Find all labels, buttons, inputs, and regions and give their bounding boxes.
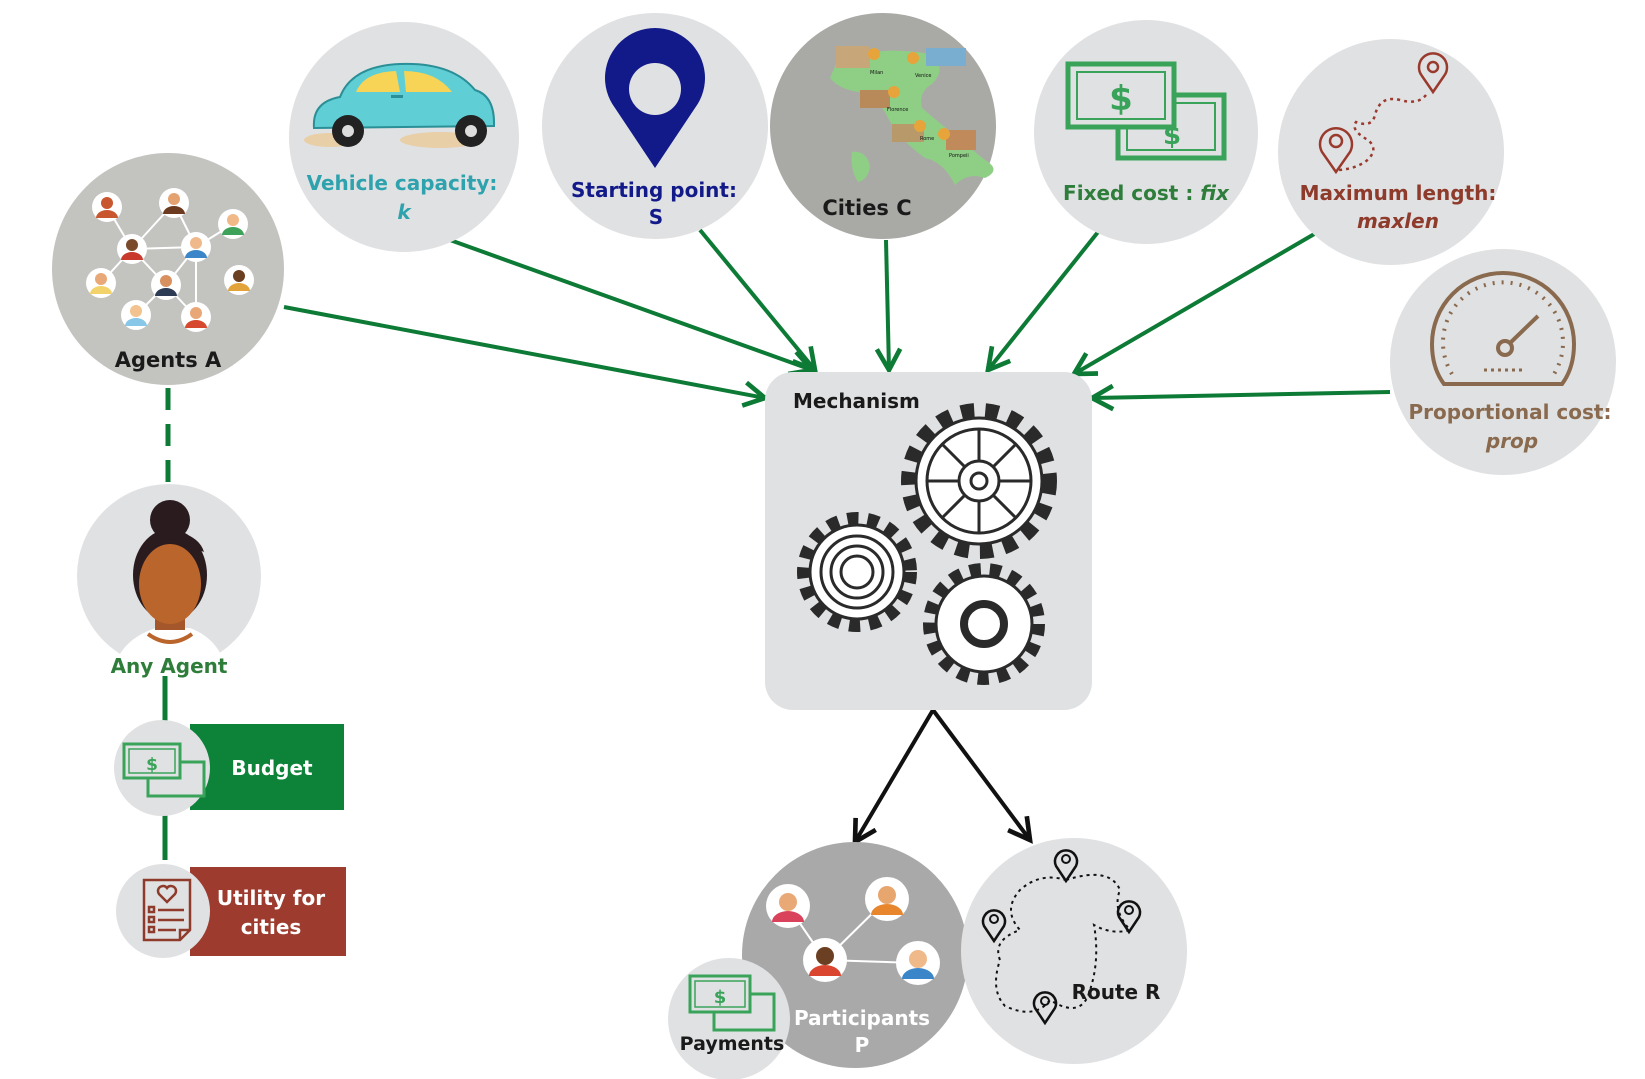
- maxlen-node: Maximum length: maxlen: [1278, 39, 1504, 265]
- mechanism-box: Mechanism: [765, 372, 1092, 710]
- any-agent-label: Any Agent: [111, 654, 228, 678]
- route-map-icon: [981, 849, 1142, 1026]
- maxlen-var: maxlen: [1357, 209, 1439, 233]
- dollar-sign-back: $: [1163, 121, 1181, 151]
- arrow-fixed: [988, 230, 1100, 370]
- fixed-cost-text: Fixed cost :: [1063, 181, 1200, 205]
- money-icon: [1065, 61, 1227, 161]
- money-payments-icon: [688, 974, 776, 1032]
- map-label-pompeii: Pompeii: [949, 153, 969, 159]
- input-arrows: [283, 228, 1391, 398]
- arrow-cities: [886, 239, 889, 370]
- agents-label: Agents A: [115, 348, 222, 372]
- output-arrows: [855, 708, 1030, 842]
- fixed-cost-var: fix: [1200, 181, 1230, 205]
- car-icon: [304, 62, 496, 148]
- start-label: Starting point:: [571, 178, 737, 202]
- vehicle-label: Vehicle capacity:: [307, 171, 498, 195]
- italy-map-icon: [830, 46, 994, 186]
- gear-left: [797, 512, 917, 632]
- budget-label: Budget: [231, 756, 313, 780]
- participants-label-line1: Participants: [794, 1006, 930, 1030]
- dollar-sign-front: $: [1109, 79, 1133, 119]
- arrow-prop: [1092, 392, 1391, 398]
- arrow-vehicle: [449, 238, 812, 370]
- prop-var: prop: [1485, 429, 1538, 453]
- prop-node: Proportional cost: prop: [1390, 249, 1616, 475]
- arrow-participants: [855, 708, 935, 842]
- any-agent-node: Any Agent: [77, 484, 261, 678]
- start-var: S: [649, 205, 663, 229]
- mechanism-label: Mechanism: [793, 389, 920, 413]
- map-pin-icon: [605, 27, 705, 169]
- gear-large: [901, 403, 1057, 559]
- utility-label-line2: cities: [241, 915, 302, 939]
- arrow-agents: [283, 305, 765, 398]
- vehicle-node: Vehicle capacity: k: [289, 22, 519, 252]
- fixed-cost-label: Fixed cost : fix: [1063, 181, 1230, 205]
- payments-dollar: $: [714, 987, 727, 1008]
- budget-badge: $ Budget: [114, 720, 344, 816]
- map-label-milan: Milan: [870, 70, 883, 76]
- participants-node: Participants P: [742, 842, 968, 1068]
- route-label: Route R: [1072, 980, 1161, 1004]
- payments-label: Payments: [680, 1033, 785, 1055]
- gears-icon: [797, 403, 1057, 685]
- checklist-heart-icon: [142, 878, 192, 942]
- route-node: Route R: [961, 838, 1187, 1064]
- speedometer-icon: [1429, 271, 1577, 386]
- arrow-route: [931, 708, 1030, 840]
- prop-label: Proportional cost:: [1409, 400, 1612, 424]
- map-city-labels: Milan Venice Florence Rome Pompeii: [870, 70, 969, 159]
- utility-label-line1: Utility for: [217, 886, 325, 910]
- cities-node: Milan Venice Florence Rome Pompeii Citie…: [770, 13, 996, 239]
- maxlen-label: Maximum length:: [1300, 181, 1497, 205]
- budget-dollar: $: [146, 755, 158, 775]
- vehicle-var: k: [397, 200, 412, 224]
- fixed-cost-node: $ $ Fixed cost : fix: [1034, 20, 1258, 244]
- agent-avatars: [86, 188, 254, 332]
- arrow-maxlen: [1074, 231, 1318, 374]
- start-node: Starting point: S: [542, 13, 768, 239]
- route-pins-icon: [1318, 52, 1449, 175]
- money-small-icon: [122, 742, 206, 798]
- map-label-venice: Venice: [915, 73, 932, 79]
- arrow-start: [698, 228, 815, 370]
- agents-node: Agents A: [52, 153, 284, 385]
- participants-label-line2: P: [855, 1033, 870, 1057]
- gear-bottom: [923, 563, 1045, 685]
- cities-label: Cities C: [822, 196, 911, 220]
- payments-node: $ Payments: [668, 958, 790, 1079]
- map-label-florence: Florence: [887, 107, 908, 113]
- participant-avatars: [766, 877, 940, 985]
- utility-badge: Utility for cities: [116, 864, 346, 958]
- map-label-rome: Rome: [920, 136, 934, 142]
